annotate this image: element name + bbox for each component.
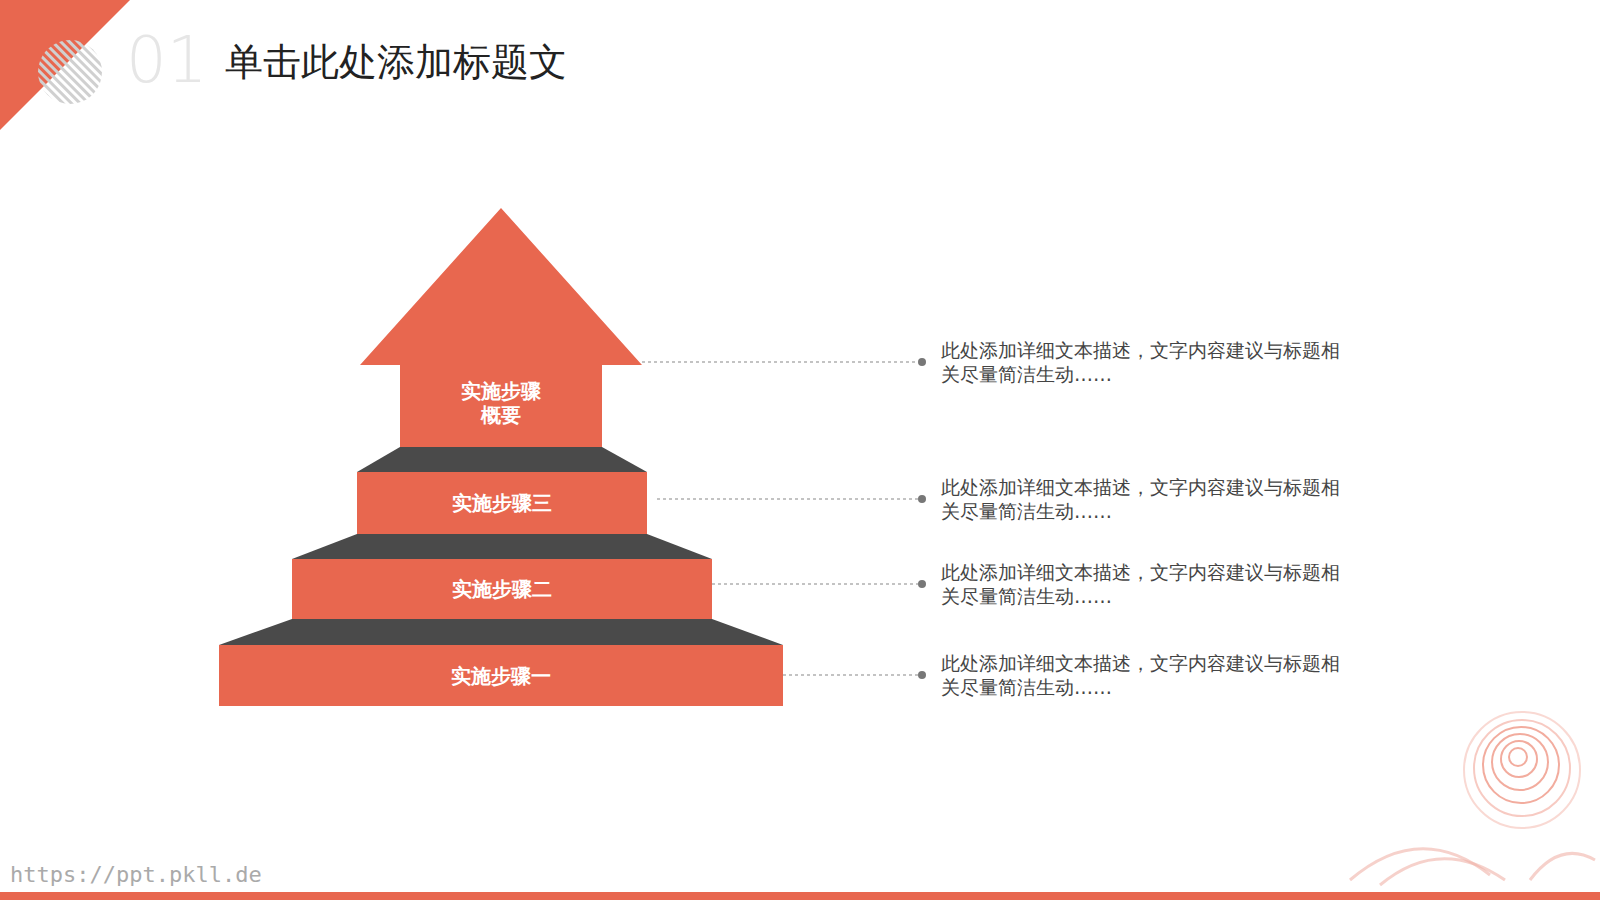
- arrow-node: 实施步骤 概要: [360, 208, 642, 447]
- step-box: 实施步骤一: [219, 645, 783, 706]
- step-label: 实施步骤一: [451, 664, 551, 688]
- corner-triangle: [0, 0, 130, 130]
- step-box: 实施步骤三: [357, 472, 647, 534]
- step-label: 实施步骤三: [452, 491, 552, 515]
- description-text: 此处添加详细文本描述，文字内容建议与标题相关尽量简洁生动……: [941, 560, 1351, 608]
- description-text: 此处添加详细文本描述，文字内容建议与标题相关尽量简洁生动……: [941, 651, 1351, 699]
- description-text: 此处添加详细文本描述，文字内容建议与标题相关尽量简洁生动……: [941, 475, 1351, 523]
- concentric-circles: [1464, 712, 1580, 828]
- arrow-shaft-area: 实施步骤 概要: [400, 358, 602, 447]
- description-text: 此处添加详细文本描述，文字内容建议与标题相关尽量简洁生动……: [941, 338, 1351, 386]
- leader-dots: [918, 358, 926, 679]
- step-label: 实施步骤 概要: [451, 379, 551, 427]
- step-tread: [292, 534, 712, 559]
- section-number: 01: [126, 24, 207, 96]
- striped-circle: [38, 40, 102, 104]
- step-label: 实施步骤二: [452, 577, 552, 601]
- arc-lines: [1350, 849, 1595, 885]
- step-tread: [357, 447, 647, 472]
- watermark: https://ppt.pkll.de: [10, 862, 262, 888]
- slide-title: 单击此处添加标题文: [225, 38, 567, 86]
- leader-lines: [642, 362, 918, 675]
- step-tread: [219, 619, 783, 645]
- step-box: 实施步骤二: [292, 559, 712, 619]
- bottom-bar: [0, 892, 1600, 900]
